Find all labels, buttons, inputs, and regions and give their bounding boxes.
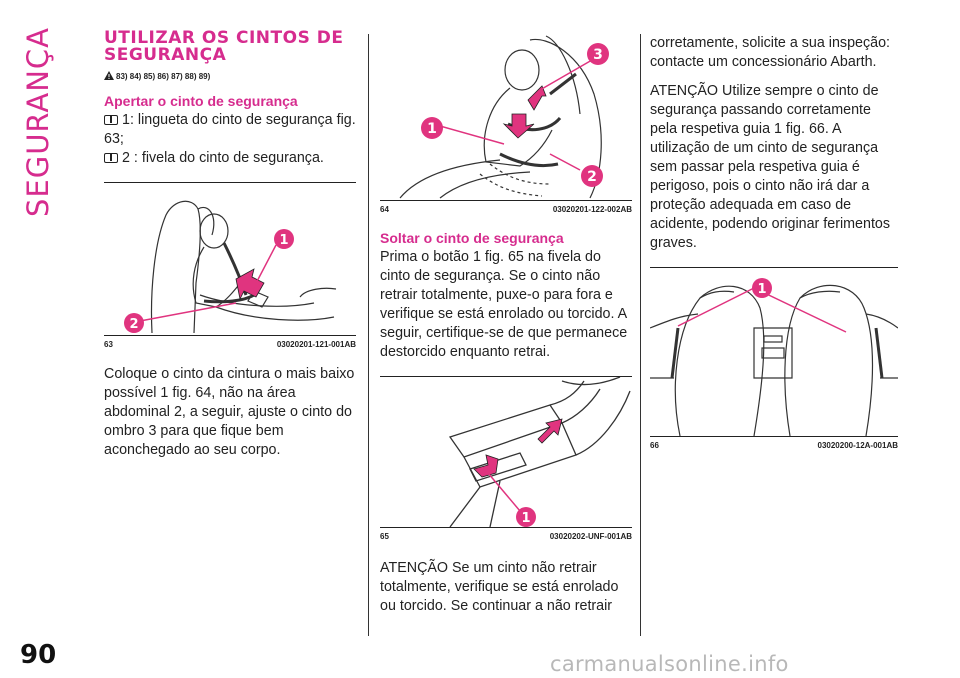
item1-text: 1: lingueta do cinto de segurança fig. 6… [104,112,356,147]
buckle-release-illustration: 1 [448,377,631,527]
list-item: 2 : fivela do cinto de segurança. [104,149,356,168]
column-1: UTILIZAR OS CINTOS DE SEGURANÇA 83) 84) … [104,30,356,460]
section-side-label: SEGURANÇA [21,26,55,218]
figure-number: 63 [104,340,113,349]
column-2: 1 2 3 64 03020201-122-002AB Soltar o cin… [380,34,632,616]
figure-number: 66 [650,441,659,450]
warning-references: 83) 84) 85) 86) 87) 88) 89) [104,71,356,81]
book-icon [104,115,118,125]
figure-64: 1 2 3 [380,34,632,201]
subtitle-fasten-belt: Apertar o cinto de segurança [104,93,298,109]
callout-1-label: 1 [279,233,288,248]
figure-66-caption: 66 03020200-12A-001AB [650,441,898,450]
callout-3-label: 3 [593,47,603,63]
attention-paragraph: ATENÇÃO Se um cinto não retrair totalmen… [380,560,619,614]
section-title-line1: UTILIZAR OS CINTOS DE [104,28,344,48]
figure-63: 1 2 [104,182,356,336]
figure-code: 03020201-122-002AB [552,205,632,214]
callout-1-label: 1 [757,282,766,297]
figure-65-caption: 65 03020202-UNF-001AB [380,532,632,541]
attention-paragraph: ATENÇÃO Utilize sempre o cinto de segura… [650,83,891,251]
paragraph-adjust-belt: Coloque o cinto da cintura o mais baixo … [104,366,355,458]
callout-2-label: 2 [587,169,597,185]
seatbelt-position-illustration: 1 2 3 [399,35,609,199]
watermark: carmanualsonline.info [550,652,789,676]
section-title-line2: SEGURANÇA [104,45,227,65]
figure-number: 64 [380,205,389,214]
figure-code: 03020202-UNF-001AB [549,532,632,541]
column-divider-1 [368,34,369,636]
figure-64-caption: 64 03020201-122-002AB [380,205,632,214]
column-divider-2 [640,34,641,636]
page-number: 90 [20,640,57,670]
callout-1-label: 1 [521,511,530,526]
callout-1-label: 1 [427,121,437,137]
seat-belt-guide-illustration: 1 [650,278,898,436]
paragraph-release-belt: Prima o botão 1 fig. 65 na fivela do cin… [380,249,628,360]
list-item: 1: lingueta do cinto de segurança fig. 6… [104,111,356,149]
figure-66: 1 [650,267,898,437]
figure-63-caption: 63 03020201-121-001AB [104,340,356,349]
section-title: UTILIZAR OS CINTOS DE SEGURANÇA [104,30,356,64]
callout-2-label: 2 [129,317,138,332]
warning-triangle-icon [104,71,114,80]
subtitle-release-belt: Soltar o cinto de segurança [380,230,564,246]
continuation-paragraph: corretamente, solicite a sua inspeção: c… [650,35,890,70]
figure-number: 65 [380,532,389,541]
item2-text: 2 : fivela do cinto de segurança. [122,150,324,166]
warning-refs-text: 83) 84) 85) 86) 87) 88) 89) [116,72,211,81]
figure-code: 03020201-121-001AB [276,340,356,349]
column-3: corretamente, solicite a sua inspeção: c… [650,34,898,450]
seatbelt-fasten-illustration: 1 2 [124,200,337,334]
figure-65: 1 [380,376,632,528]
figure-code: 03020200-12A-001AB [817,441,899,450]
book-icon [104,153,118,163]
